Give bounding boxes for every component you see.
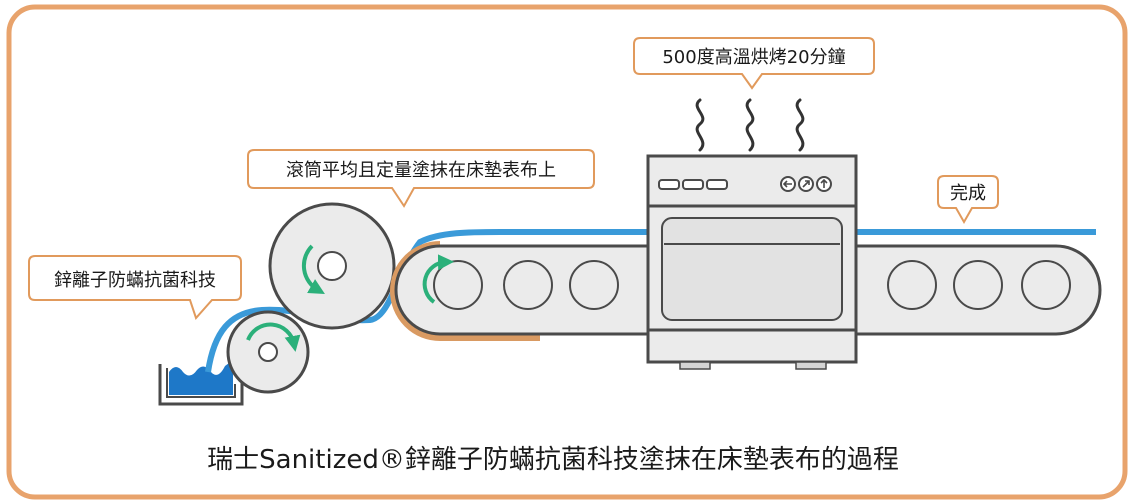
- rotation-arrow-icon: [422, 254, 454, 304]
- belt-rollers-left: [433, 260, 619, 310]
- callout-oven: 500度高溫烘烤20分鐘: [633, 37, 875, 90]
- dip-roller: [226, 310, 310, 394]
- arrow-up-icon: [816, 176, 832, 192]
- coating-roller: [268, 202, 396, 330]
- callout-roller-text: 滾筒平均且定量塗抹在床墊表布上: [286, 159, 556, 181]
- arrow-up-right-icon: [798, 176, 814, 192]
- belt-rollers-right: [887, 260, 1071, 310]
- callout-oven-text: 500度高溫烘烤20分鐘: [662, 47, 845, 68]
- conveyor-belt-orange: [390, 241, 540, 341]
- fabric-sheet-incoming: [205, 229, 648, 373]
- callout-roller: 滾筒平均且定量塗抹在床墊表布上: [247, 149, 595, 208]
- callout-zinc-text: 鋅離子防蟎抗菌科技: [54, 270, 216, 291]
- oven-machine: [646, 98, 858, 370]
- oven-window: [661, 217, 843, 321]
- steam-icon: [695, 98, 805, 152]
- rotation-arrow-icon: [246, 322, 301, 352]
- dip-bath: [158, 360, 244, 406]
- callout-done-text: 完成: [950, 183, 986, 204]
- caption: 瑞士Sanitized®鋅離子防蟎抗菌科技塗抹在床墊表布的過程: [207, 445, 899, 475]
- coating-liquid: [169, 360, 233, 395]
- arrow-left-icon: [780, 176, 796, 192]
- callout-zinc: 鋅離子防蟎抗菌科技: [28, 255, 242, 320]
- callout-done: 完成: [937, 175, 999, 225]
- rotation-arrow-icon: [301, 244, 325, 294]
